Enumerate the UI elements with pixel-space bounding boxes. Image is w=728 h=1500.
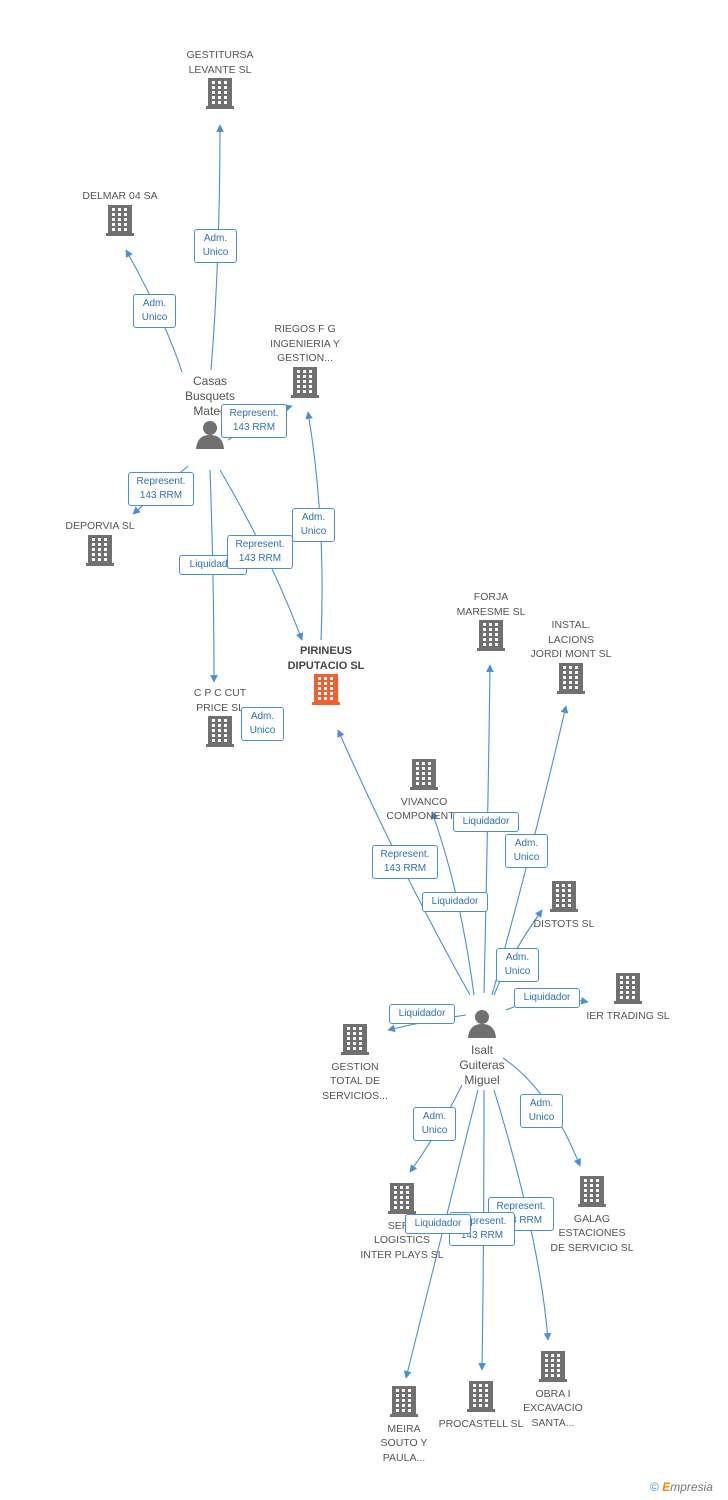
- edge-meira: [403, 1089, 479, 1379]
- person-icon: [467, 1008, 497, 1043]
- building-icon: [86, 534, 114, 571]
- building-icon: [550, 880, 578, 917]
- edge-label-ier[interactable]: Liquidador: [514, 988, 580, 1008]
- building-icon: [341, 1023, 369, 1060]
- node-instal[interactable]: INSTAL. LACIONS JORDI MONT SL: [521, 618, 621, 698]
- copyright-icon: ©: [650, 1480, 659, 1494]
- edge-label-isalt-pirineus[interactable]: Represent. 143 RRM: [372, 845, 438, 879]
- node-label: C P C CUT PRICE SL: [193, 687, 247, 714]
- node-cpc[interactable]: C P C CUT PRICE SL: [170, 686, 270, 752]
- node-isalt[interactable]: Isalt Guiteras Miguel: [442, 1008, 522, 1088]
- edge-label-gestion[interactable]: Liquidador: [389, 1004, 455, 1024]
- brand-e-logo: E: [662, 1480, 671, 1494]
- edge-label-gestitursa[interactable]: Adm. Unico: [194, 229, 237, 263]
- person-icon: [195, 419, 225, 454]
- building-icon: [312, 673, 340, 710]
- node-label: Casas Busquets Mateo: [184, 374, 236, 418]
- node-ier[interactable]: IER TRADING SL: [578, 972, 678, 1023]
- edge-label-riegos[interactable]: Represent. 143 RRM: [221, 404, 287, 438]
- node-galag[interactable]: GALAG ESTACIONES DE SERVICIO SL: [542, 1175, 642, 1255]
- building-icon: [410, 758, 438, 795]
- building-icon: [477, 619, 505, 656]
- building-icon: [539, 1350, 567, 1387]
- edge-label-cpc-adm[interactable]: Adm. Unico: [241, 707, 284, 741]
- edge-label-deporvia[interactable]: Represent. 143 RRM: [128, 472, 194, 506]
- building-icon: [388, 1182, 416, 1219]
- node-label: DEPORVIA SL: [65, 520, 135, 532]
- node-delmar[interactable]: DELMAR 04 SA: [60, 189, 180, 240]
- node-meira[interactable]: MEIRA SOUTO Y PAULA...: [354, 1385, 454, 1465]
- building-icon: [390, 1385, 418, 1422]
- node-procastell[interactable]: PROCASTELL SL: [431, 1380, 531, 1431]
- edge-label-forja[interactable]: Liquidador: [453, 812, 519, 832]
- node-label: FORJA MARESME SL: [456, 591, 526, 618]
- edge-label-vivanco[interactable]: Liquidador: [422, 892, 488, 912]
- node-label: INSTAL. LACIONS JORDI MONT SL: [530, 619, 612, 660]
- node-gestitursa[interactable]: GESTITURSA LEVANTE SL: [170, 48, 270, 114]
- brand-name: mpresia: [670, 1480, 713, 1494]
- node-label: MEIRA SOUTO Y PAULA...: [380, 1422, 428, 1464]
- node-label: GESTITURSA LEVANTE SL: [186, 49, 254, 76]
- building-icon: [206, 77, 234, 114]
- edge-label-pirineus-represent[interactable]: Represent. 143 RRM: [227, 535, 293, 569]
- edge-label-pirineus-adm[interactable]: Adm. Unico: [292, 508, 335, 542]
- building-icon: [467, 1380, 495, 1417]
- building-icon: [206, 715, 234, 752]
- node-label: GESTION TOTAL DE SERVICIOS...: [322, 1060, 388, 1102]
- edge-label-meira[interactable]: Liquidador: [405, 1214, 471, 1234]
- node-riegos[interactable]: RIEGOS F G INGENIERIA Y GESTION...: [255, 322, 355, 402]
- building-icon: [578, 1175, 606, 1212]
- node-label: DISTOTS SL: [533, 917, 595, 930]
- node-casas[interactable]: Casas Busquets Mateo: [170, 374, 250, 454]
- node-pirineus-focus[interactable]: PIRINEUS DIPUTACIO SL: [266, 644, 386, 710]
- edge-label-delmar[interactable]: Adm. Unico: [133, 294, 176, 328]
- edge-label-serv[interactable]: Adm. Unico: [413, 1107, 456, 1141]
- node-gestion[interactable]: GESTION TOTAL DE SERVICIOS...: [305, 1023, 405, 1103]
- node-label: Isalt Guiteras Miguel: [459, 1042, 505, 1087]
- node-label: RIEGOS F G INGENIERIA Y GESTION...: [270, 323, 340, 364]
- edge-label-galag[interactable]: Adm. Unico: [520, 1094, 563, 1128]
- node-vivanco[interactable]: VIVANCO COMPONENTS: [364, 758, 484, 824]
- node-label: GALAG ESTACIONES DE SERVICIO SL: [550, 1212, 634, 1254]
- edge-label-distots[interactable]: Adm. Unico: [496, 948, 539, 982]
- node-label: DELMAR 04 SA: [82, 190, 158, 202]
- node-forja[interactable]: FORJA MARESME SL: [441, 590, 541, 656]
- node-label: PROCASTELL SL: [438, 1417, 524, 1430]
- node-label: OBRA I EXCAVACIO SANTA...: [523, 1387, 583, 1429]
- building-icon: [291, 366, 319, 403]
- edge-label-instal[interactable]: Adm. Unico: [505, 834, 548, 868]
- building-icon: [557, 662, 585, 699]
- node-distots[interactable]: DISTOTS SL: [514, 880, 614, 931]
- node-label: PIRINEUS DIPUTACIO SL: [287, 645, 365, 672]
- brand-footer[interactable]: © Empresia: [650, 1480, 713, 1494]
- node-label: VIVANCO COMPONENTS: [386, 795, 462, 823]
- edge-cpc: [209, 469, 218, 683]
- node-obra[interactable]: OBRA I EXCAVACIO SANTA...: [503, 1350, 603, 1430]
- building-icon: [106, 204, 134, 241]
- building-icon: [614, 972, 642, 1009]
- node-label: IER TRADING SL: [586, 1009, 670, 1022]
- node-deporvia[interactable]: DEPORVIA SL: [50, 519, 150, 570]
